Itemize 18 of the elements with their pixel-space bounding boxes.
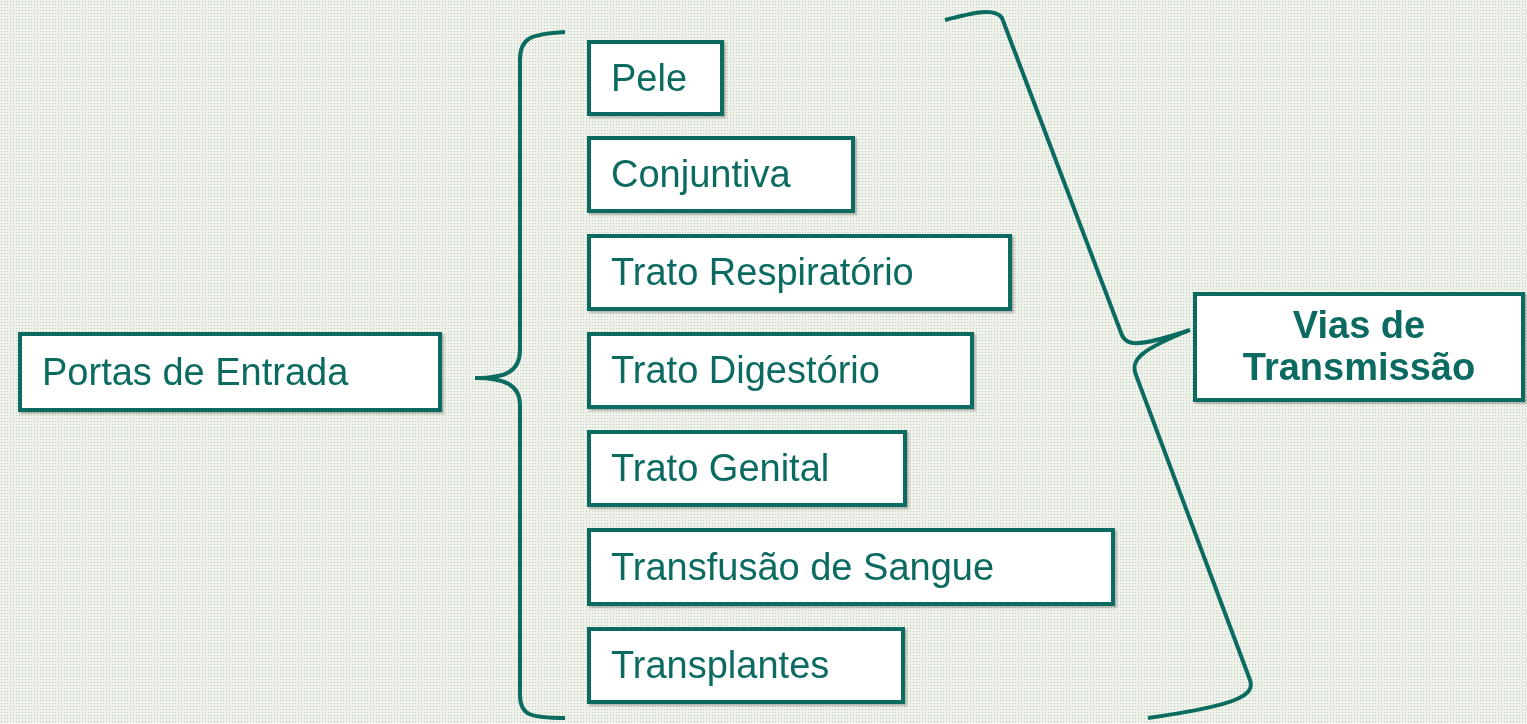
item-box xyxy=(587,234,1012,311)
item-box xyxy=(587,627,905,704)
title-box xyxy=(1193,292,1525,402)
item-box xyxy=(587,528,1115,606)
box-label: Trato Respiratório xyxy=(611,251,914,294)
box-label: Transplantes xyxy=(611,644,830,687)
item-box xyxy=(587,136,855,213)
box-label: Vias de Transmissão xyxy=(1241,305,1477,389)
item-box xyxy=(587,40,724,116)
box-label: Trato Digestório xyxy=(611,349,880,392)
box-label: Conjuntiva xyxy=(611,153,791,196)
box-label: Pele xyxy=(611,56,688,100)
box-label: Portas de Entrada xyxy=(42,350,349,394)
item-box xyxy=(587,430,907,507)
label-box xyxy=(18,332,442,412)
box-label: Transfusão de Sangue xyxy=(611,545,995,589)
item-box xyxy=(587,332,974,409)
box-label: Trato Genital xyxy=(611,447,830,490)
